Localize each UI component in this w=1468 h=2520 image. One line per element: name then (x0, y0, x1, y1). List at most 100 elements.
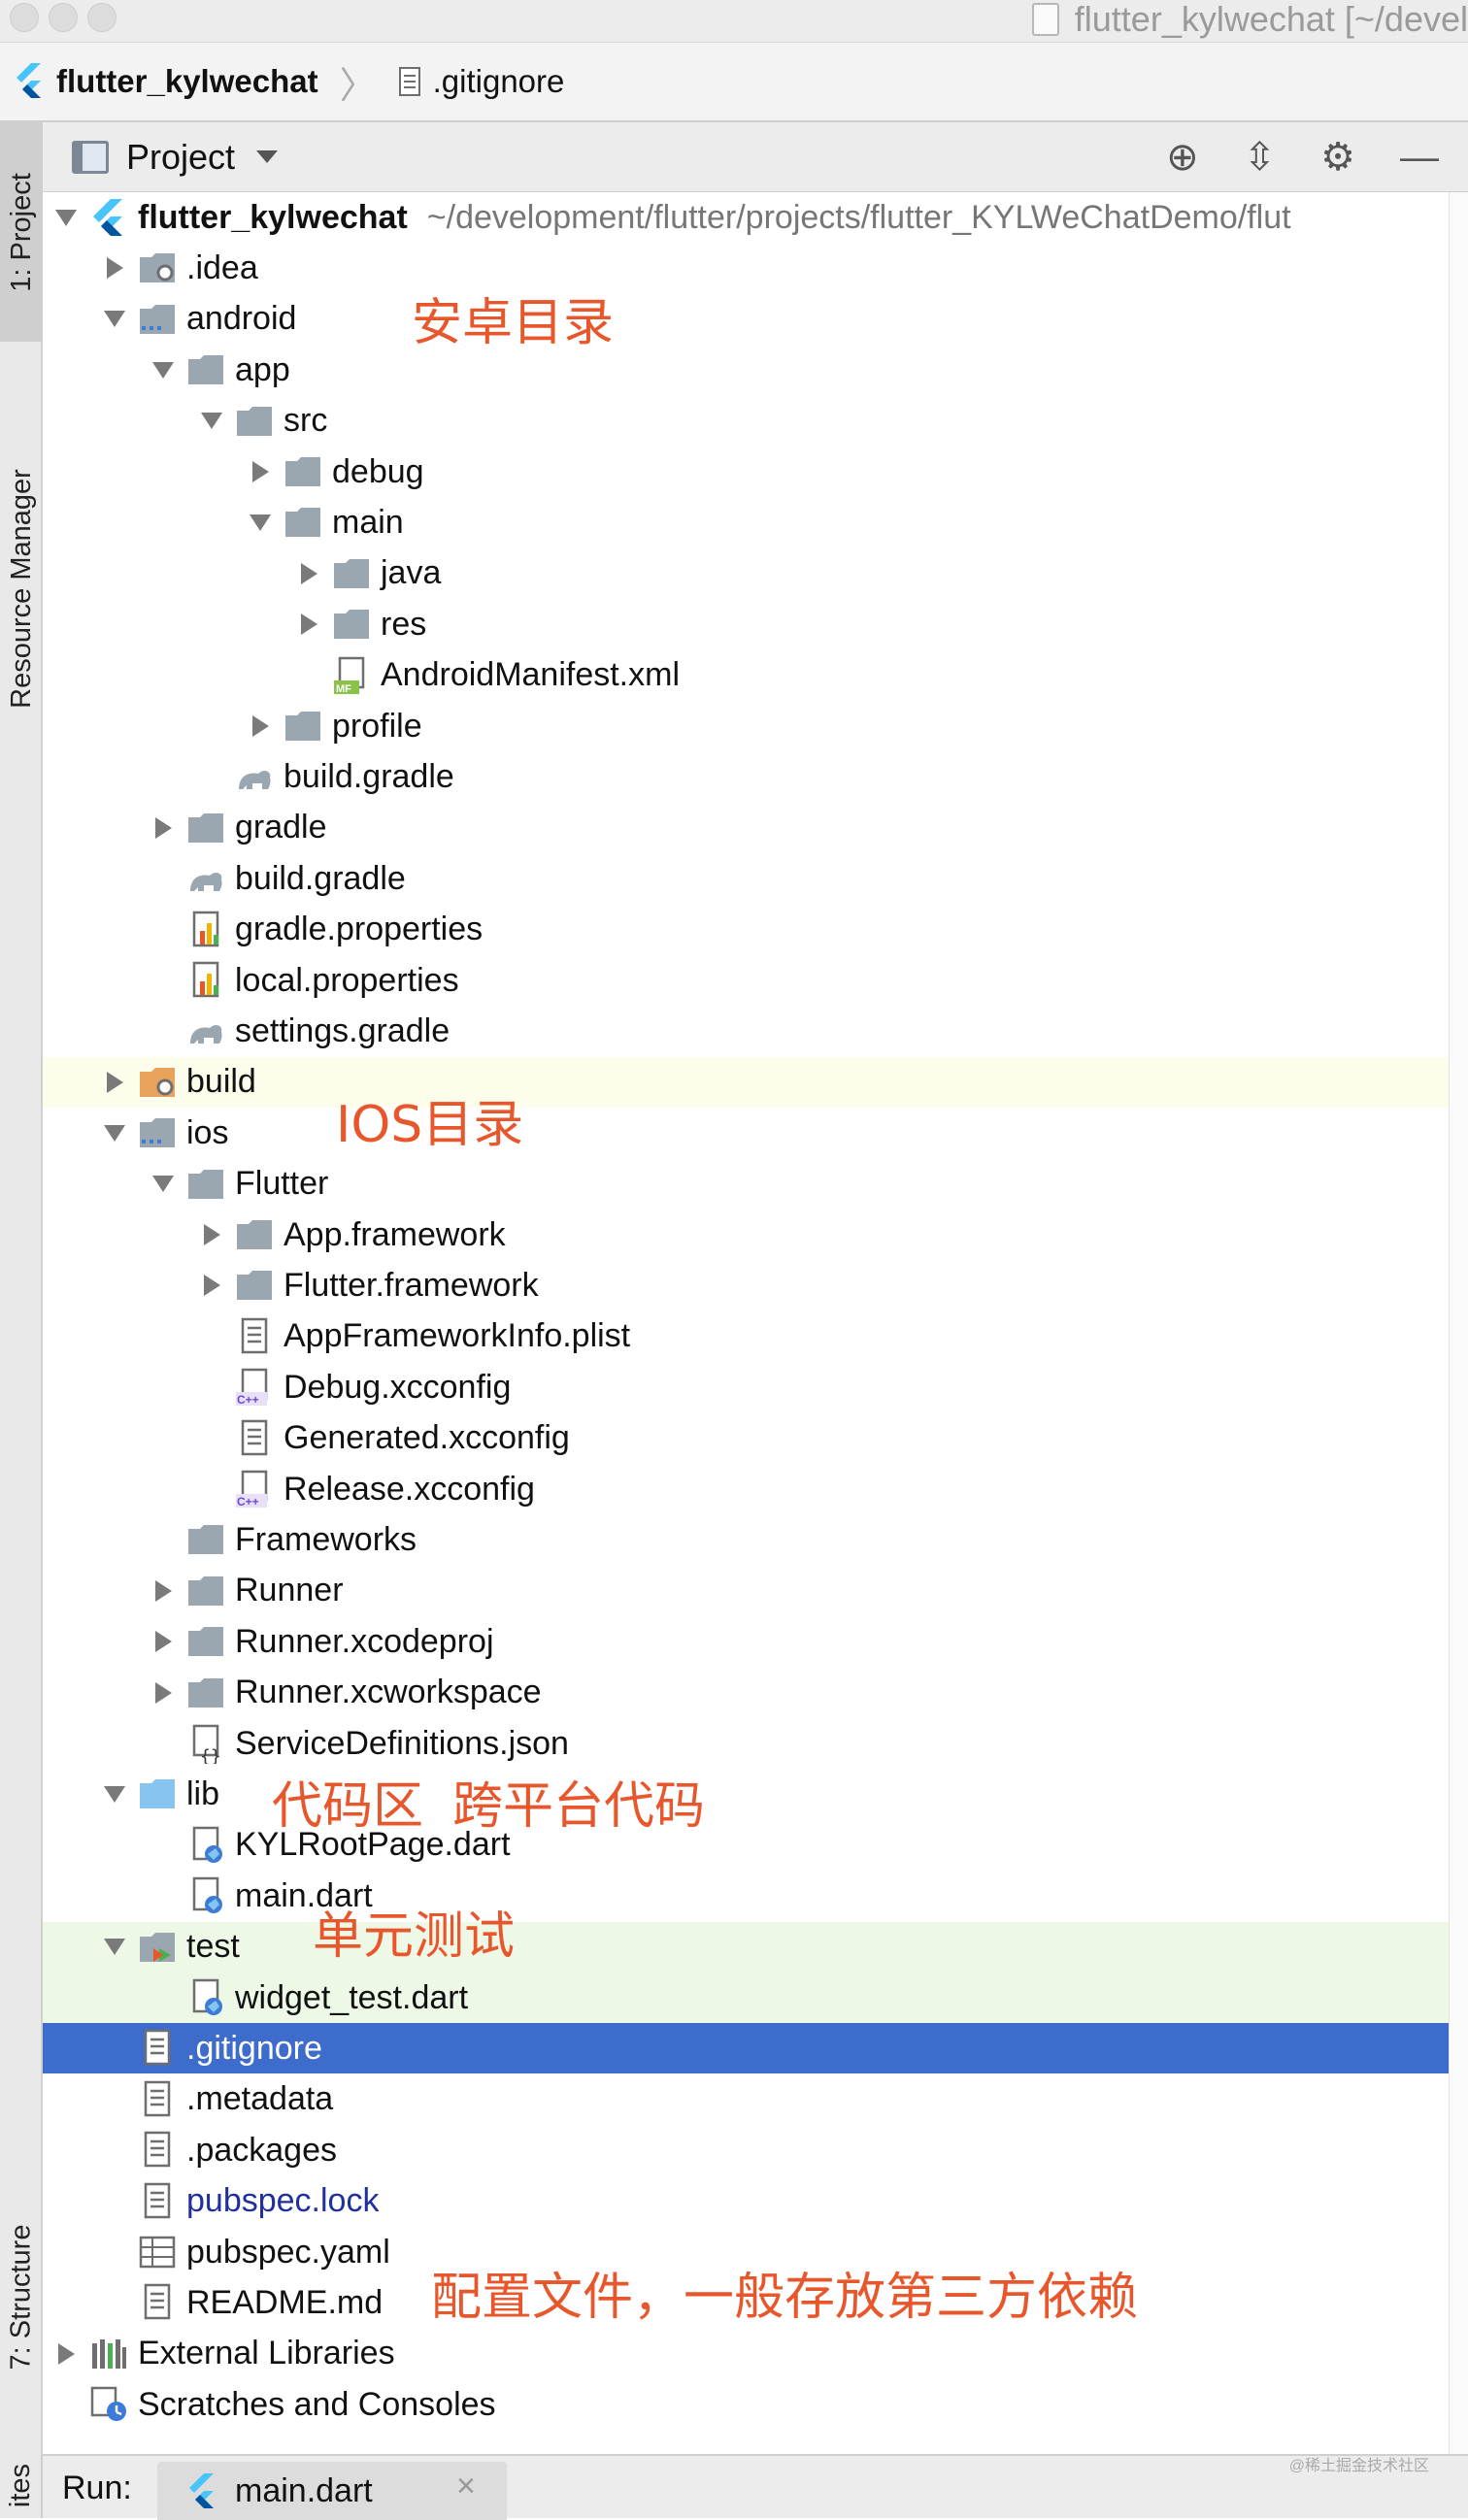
chevron-down-icon[interactable] (91, 1108, 138, 1158)
breadcrumb-file[interactable]: .gitignore (432, 63, 565, 99)
chevron-right-icon[interactable] (43, 2329, 89, 2379)
tree-row[interactable]: README.md (43, 2277, 1449, 2328)
tab-favorites[interactable]: ites (5, 2463, 37, 2507)
close-icon[interactable]: × (456, 2468, 476, 2504)
chevron-right-icon[interactable] (237, 701, 284, 751)
breadcrumb-project[interactable]: flutter_kylwechat (56, 63, 318, 99)
tree-row[interactable]: main.dart (43, 1871, 1449, 1921)
chevron-right-icon[interactable] (237, 447, 284, 497)
chevron-right-icon[interactable] (285, 599, 332, 649)
tree-row[interactable]: app (43, 345, 1449, 395)
tree-row[interactable]: gradle.properties (43, 905, 1449, 955)
tree-row[interactable]: .packages (43, 2125, 1449, 2175)
panel-title[interactable]: Project (126, 136, 236, 177)
run-tab-main-dart[interactable]: main.dart × (157, 2462, 507, 2520)
left-tool-strip: 1: Project Resource Manager 7: Structure… (0, 122, 43, 2518)
tree-row[interactable]: settings.gradle (43, 1006, 1449, 1056)
tree-row[interactable]: Runner (43, 1566, 1449, 1616)
zoom-window-button[interactable] (87, 3, 117, 32)
tree-row[interactable]: flutter_kylwechat~/development/flutter/p… (43, 192, 1449, 243)
tree-row[interactable]: C++Release.xcconfig (43, 1464, 1449, 1514)
chevron-down-icon[interactable] (256, 150, 279, 163)
tree-item-label: res (381, 605, 427, 643)
text-icon (235, 1316, 276, 1357)
tree-row[interactable]: C++Debug.xcconfig (43, 1362, 1449, 1412)
tree-row[interactable]: android (43, 294, 1449, 345)
chevron-down-icon[interactable] (237, 497, 284, 547)
tree-row[interactable]: local.properties (43, 955, 1449, 1006)
tree-row[interactable]: Runner.xcworkspace (43, 1668, 1449, 1718)
chevron-down-icon[interactable] (140, 345, 186, 395)
close-window-button[interactable] (10, 3, 39, 32)
tree-row[interactable]: main (43, 497, 1449, 547)
tree-row[interactable]: AppFrameworkInfo.plist (43, 1311, 1449, 1362)
tree-row[interactable]: gradle (43, 803, 1449, 853)
tree-spacer (91, 2023, 138, 2073)
tab-resource-manager[interactable]: Resource Manager (5, 468, 37, 709)
chevron-down-icon[interactable] (140, 1159, 186, 1210)
tree-row[interactable]: pubspec.lock (43, 2176, 1449, 2227)
tree-item-label: profile (332, 707, 422, 745)
chevron-down-icon[interactable] (188, 396, 235, 447)
chevron-right-icon[interactable] (91, 1057, 138, 1108)
tree-row[interactable]: External Libraries (43, 2329, 1449, 2379)
tree-row[interactable]: KYLRootPage.dart (43, 1820, 1449, 1871)
chevron-right-icon[interactable] (140, 1566, 186, 1616)
tree-item-label: Flutter.framework (284, 1266, 539, 1304)
tree-item-label: Debug.xcconfig (284, 1368, 512, 1406)
chevron-down-icon[interactable] (91, 294, 138, 345)
chevron-right-icon[interactable] (140, 1616, 186, 1667)
tree-row[interactable]: Flutter (43, 1159, 1449, 1210)
tree-row[interactable]: .idea (43, 243, 1449, 293)
tree-row[interactable]: ios (43, 1108, 1449, 1158)
tree-row[interactable]: widget_test.dart (43, 1973, 1449, 2023)
dart-icon (186, 1875, 227, 1916)
tree-row[interactable]: Generated.xcconfig (43, 1413, 1449, 1464)
tree-item-label: External Libraries (138, 2335, 395, 2372)
tree-row[interactable]: lib (43, 1769, 1449, 1819)
tree-row[interactable]: test (43, 1921, 1449, 1973)
tree-row[interactable]: .gitignore (43, 2023, 1449, 2074)
gear-icon[interactable]: ⚙ (1320, 136, 1355, 179)
minimize-window-button[interactable] (49, 3, 78, 32)
locate-icon[interactable]: ⊕ (1166, 136, 1199, 179)
tree-row[interactable]: build.gradle (43, 751, 1449, 802)
tree-item-label: .gitignore (186, 2029, 322, 2067)
tree-row[interactable]: build (43, 1056, 1449, 1108)
tree-row[interactable]: profile (43, 701, 1449, 751)
chevron-right-icon[interactable] (140, 803, 186, 853)
chevron-down-icon[interactable] (43, 192, 89, 243)
tree-spacer (140, 1973, 186, 2023)
tree-row[interactable]: .metadata (43, 2074, 1449, 2125)
tab-structure[interactable]: 7: Structure (5, 2224, 37, 2370)
chevron-down-icon[interactable] (91, 1922, 138, 1973)
tree-row[interactable]: res (43, 599, 1449, 649)
tree-row[interactable]: App.framework (43, 1210, 1449, 1260)
chevron-right-icon[interactable] (188, 1260, 235, 1310)
tree-row[interactable]: build.gradle (43, 853, 1449, 904)
tree-row[interactable]: src (43, 396, 1449, 447)
run-label: Run: (62, 2470, 132, 2506)
tree-row[interactable]: pubspec.yaml (43, 2227, 1449, 2277)
collapse-all-icon[interactable]: ⇳ (1243, 136, 1277, 179)
tree-item-label: widget_test.dart (235, 1978, 469, 2016)
tree-row[interactable]: Scratches and Consoles (43, 2379, 1449, 2430)
tree-row[interactable]: Runner.xcodeproj (43, 1616, 1449, 1667)
tree-row[interactable]: Flutter.framework (43, 1260, 1449, 1310)
tree-row[interactable]: Frameworks (43, 1514, 1449, 1565)
chevron-right-icon[interactable] (91, 243, 138, 293)
folder-icon (186, 1621, 227, 1662)
chevron-right-icon[interactable] (140, 1668, 186, 1718)
tab-project[interactable]: 1: Project (0, 122, 43, 342)
tree-row[interactable]: debug (43, 447, 1449, 497)
chevron-right-icon[interactable] (188, 1210, 235, 1260)
hide-panel-icon[interactable]: — (1400, 136, 1439, 179)
tree-scrollbar[interactable] (1449, 192, 1468, 2454)
chevron-down-icon[interactable] (91, 1769, 138, 1819)
tree-row[interactable]: java (43, 548, 1449, 599)
tree-row[interactable]: {}ServiceDefinitions.json (43, 1718, 1449, 1769)
tree-spacer (91, 2277, 138, 2328)
chevron-right-icon[interactable] (285, 548, 332, 599)
dart-icon (186, 1977, 227, 2018)
